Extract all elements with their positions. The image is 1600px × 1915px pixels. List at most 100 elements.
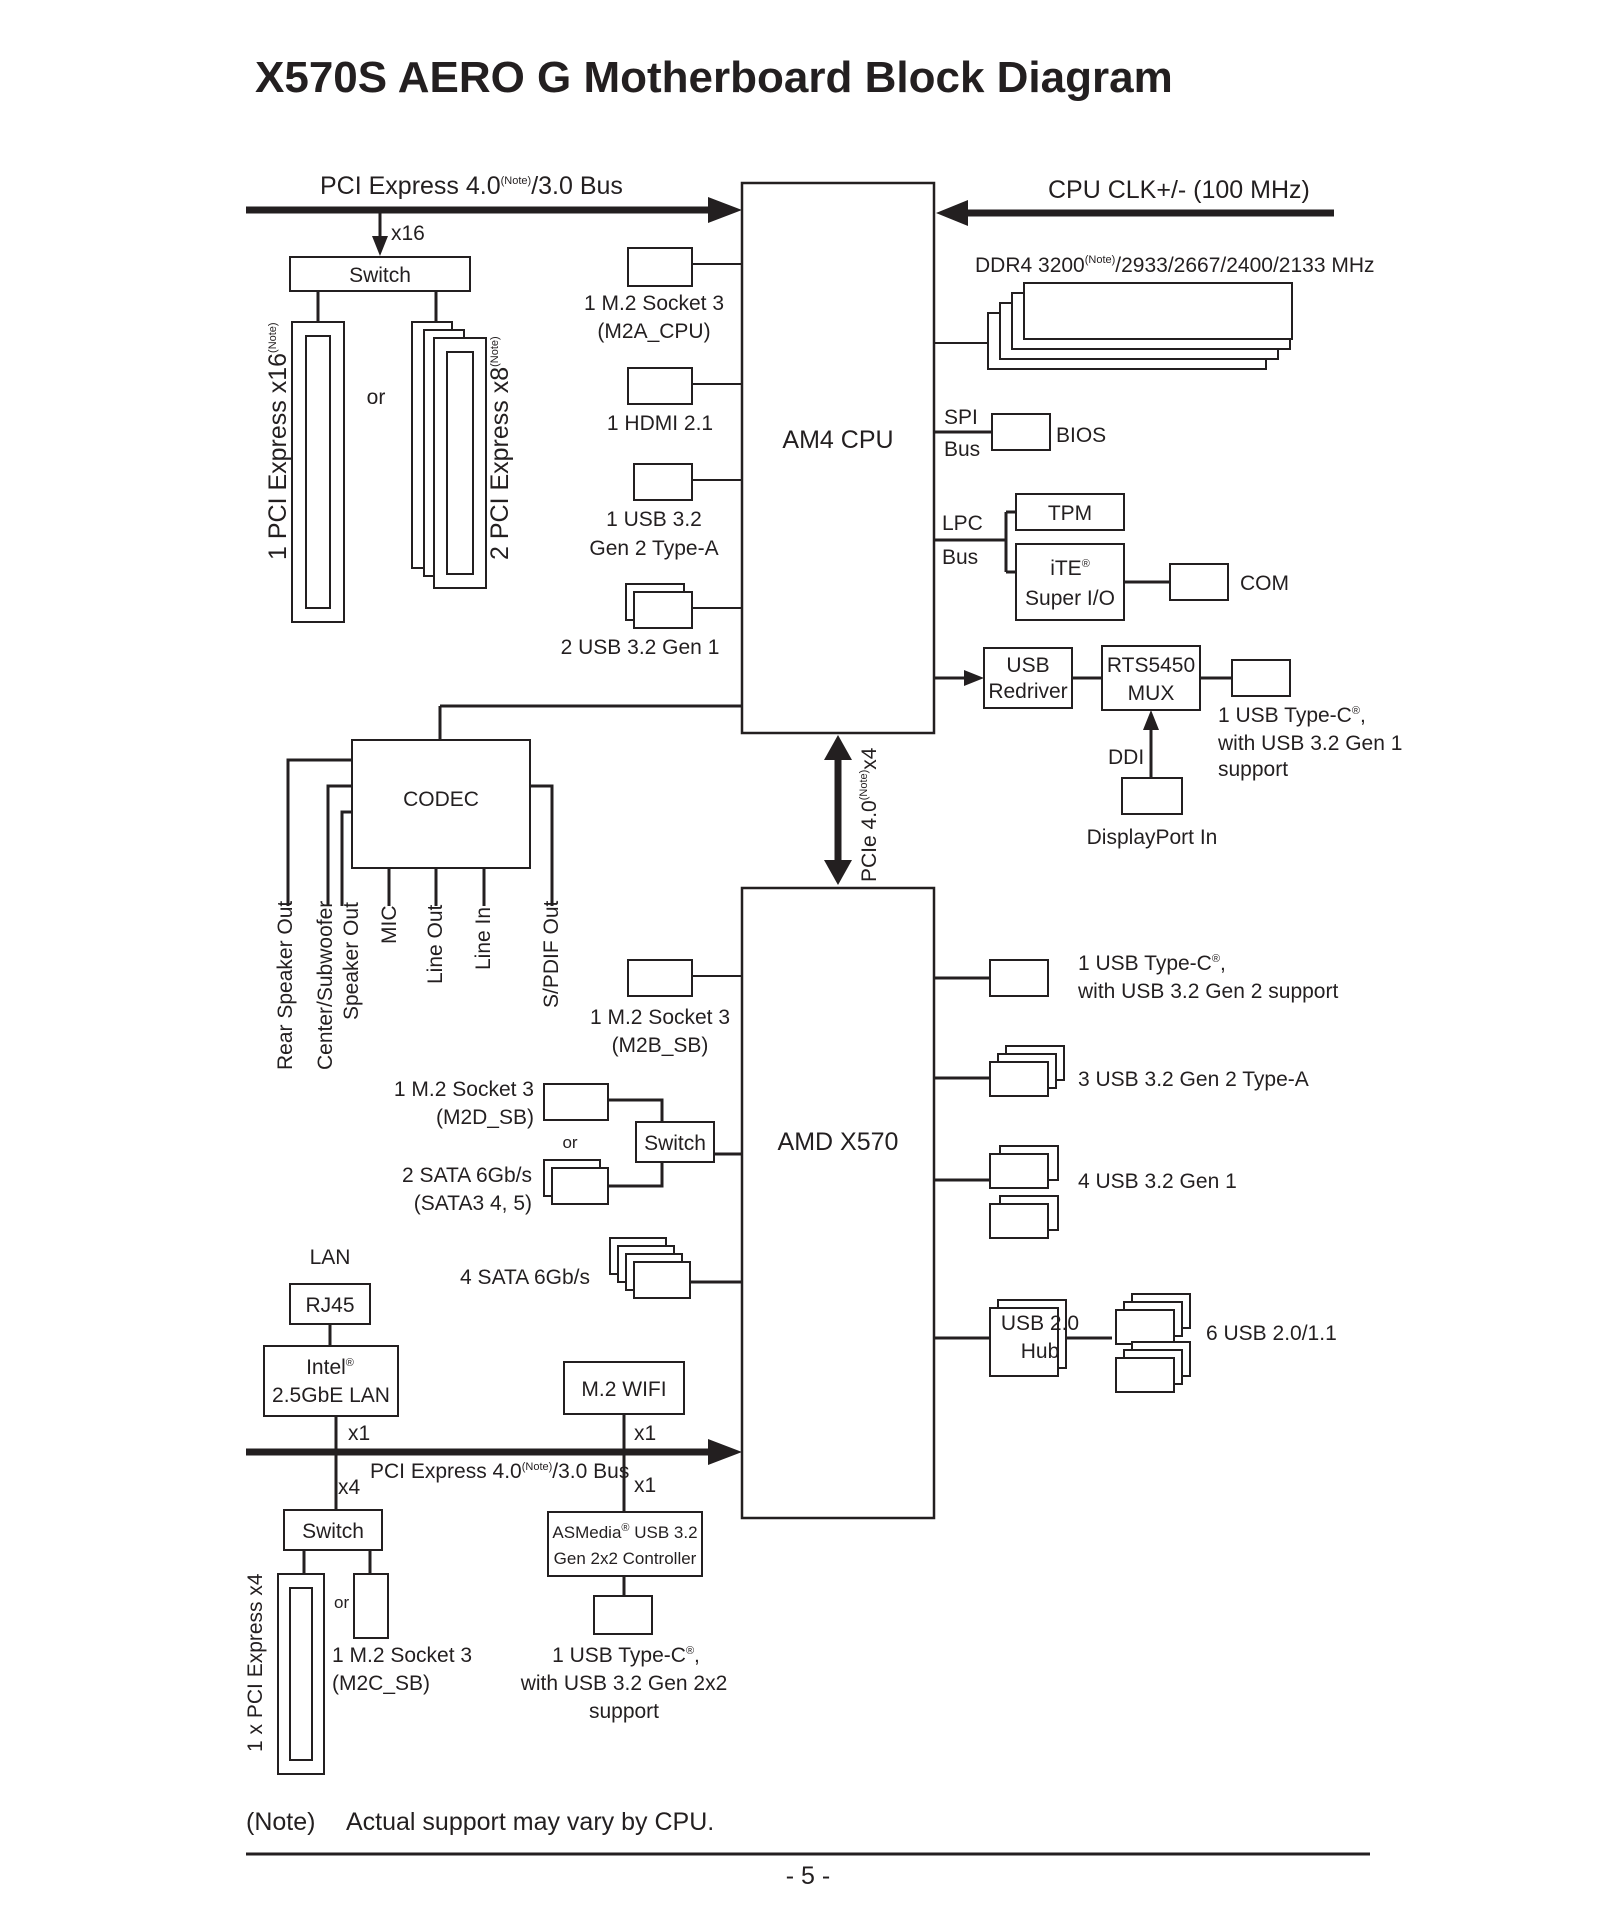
m2d-sb-socket: 1 M.2 Socket 3 (M2D_SB) xyxy=(394,1078,664,1129)
svg-text:1 USB Type-C®,: 1 USB Type-C®, xyxy=(1218,704,1366,727)
pcie-link: PCIe 4.0(Note)x4 xyxy=(824,735,881,885)
pcie-x16-slot: 1 PCI Express x16(Note) xyxy=(264,321,345,623)
svg-text:Hub: Hub xyxy=(1021,1340,1060,1363)
codec-chip: CODEC xyxy=(351,739,531,869)
usb-redriver: USB Redriver xyxy=(934,647,1102,709)
com-port: COM xyxy=(1169,563,1289,601)
svg-text:support: support xyxy=(1218,758,1288,781)
svg-text:Rear Speaker Out: Rear Speaker Out xyxy=(274,901,297,1070)
svg-text:iTE®: iTE® xyxy=(1050,557,1090,580)
svg-text:CPU CLK+/- (100 MHz): CPU CLK+/- (100 MHz) xyxy=(1048,176,1310,204)
chipset-usb32-gen1: 4 USB 3.2 Gen 1 xyxy=(934,1145,1237,1239)
ddr4-memory: DDR4 3200(Note)/2933/2667/2400/2133 MHz xyxy=(934,254,1375,370)
page-number: - 5 - xyxy=(786,1862,830,1890)
top-switch: Switch xyxy=(289,256,471,322)
usb20-ports: 6 USB 2.0/1.1 xyxy=(1115,1293,1337,1393)
svg-text:1 PCI Express x16(Note): 1 PCI Express x16(Note) xyxy=(264,322,292,560)
cpu-usb-typec: 1 USB Type-C®, with USB 3.2 Gen 1 suppor… xyxy=(1217,659,1402,781)
svg-text:(M2C_SB): (M2C_SB) xyxy=(332,1672,430,1695)
svg-text:RJ45: RJ45 xyxy=(305,1294,354,1317)
svg-text:2 SATA 6Gb/s: 2 SATA 6Gb/s xyxy=(402,1164,532,1187)
svg-text:AMD X570: AMD X570 xyxy=(778,1128,899,1156)
tpm-chip: TPM xyxy=(1015,493,1125,531)
svg-text:PCIe 4.0(Note)x4: PCIe 4.0(Note)x4 xyxy=(858,747,881,882)
svg-text:COM: COM xyxy=(1240,572,1289,595)
svg-text:CODEC: CODEC xyxy=(403,788,479,811)
page-title: X570S AERO G Motherboard Block Diagram xyxy=(255,53,1173,102)
sata-4-5: 2 SATA 6Gb/s (SATA3 4, 5) xyxy=(402,1159,609,1215)
svg-text:1 USB 3.2: 1 USB 3.2 xyxy=(606,508,702,531)
svg-text:MUX: MUX xyxy=(1128,682,1175,705)
svg-text:4 USB 3.2 Gen 1: 4 USB 3.2 Gen 1 xyxy=(1078,1170,1237,1193)
svg-text:BIOS: BIOS xyxy=(1056,424,1106,447)
codec-outputs: Rear Speaker Out Center/Subwoofer Speake… xyxy=(274,758,563,1070)
svg-text:AM4 CPU: AM4 CPU xyxy=(782,426,893,454)
svg-text:PCI Express 4.0(Note)/3.0 Bus: PCI Express 4.0(Note)/3.0 Bus xyxy=(370,1460,629,1483)
cpu-usb32-gen1: 2 USB 3.2 Gen 1 xyxy=(561,583,742,659)
intel-lan: Intel® 2.5GbE LAN x1 xyxy=(263,1345,399,1452)
svg-text:6 USB 2.0/1.1: 6 USB 2.0/1.1 xyxy=(1206,1322,1337,1345)
svg-text:Actual support may vary by CPU: Actual support may vary by CPU. xyxy=(346,1808,714,1836)
svg-text:LPC: LPC xyxy=(942,512,983,535)
svg-text:Switch: Switch xyxy=(644,1132,706,1155)
m2-wifi: M.2 WIFI x1 xyxy=(563,1361,685,1452)
svg-text:Line Out: Line Out xyxy=(424,904,447,984)
svg-text:3 USB 3.2 Gen 2 Type-A: 3 USB 3.2 Gen 2 Type-A xyxy=(1078,1068,1309,1091)
svg-text:Gen 2 Type-A: Gen 2 Type-A xyxy=(589,537,718,560)
svg-text:support: support xyxy=(589,1700,659,1723)
svg-text:1 x PCI Express x4: 1 x PCI Express x4 xyxy=(244,1573,267,1752)
amd-x570-chip: AMD X570 xyxy=(740,886,936,1520)
svg-text:2 PCI Express x8(Note): 2 PCI Express x8(Note) xyxy=(486,336,514,560)
rts5450-mux: RTS5450 MUX xyxy=(1101,645,1232,711)
svg-text:LAN: LAN xyxy=(310,1246,351,1269)
svg-text:with USB 3.2 Gen 1: with USB 3.2 Gen 1 xyxy=(1217,732,1402,755)
svg-text:USB 2.0: USB 2.0 xyxy=(1001,1312,1079,1335)
cpu-clock: CPU CLK+/- (100 MHz) xyxy=(936,176,1334,226)
svg-text:1 USB Type-C®,: 1 USB Type-C®, xyxy=(1078,952,1226,975)
svg-text:RTS5450: RTS5450 xyxy=(1107,654,1195,677)
svg-text:DDR4 3200(Note)/2933/2667/2400: DDR4 3200(Note)/2933/2667/2400/2133 MHz xyxy=(975,254,1375,277)
lpc-bus: LPC Bus xyxy=(934,510,1016,574)
bottom-pcie-bus: PCI Express 4.0(Note)/3.0 Bus xyxy=(246,1439,742,1483)
svg-text:x4: x4 xyxy=(338,1476,361,1499)
bottom-pcie-x4-slot: 1 x PCI Express x4 xyxy=(244,1573,325,1775)
svg-text:S/PDIF Out: S/PDIF Out xyxy=(540,900,563,1008)
asmedia-usb-typec: 1 USB Type-C®, with USB 3.2 Gen 2x2 supp… xyxy=(520,1595,727,1723)
svg-text:x1: x1 xyxy=(348,1422,370,1445)
m2a-cpu-socket: 1 M.2 Socket 3 (M2A_CPU) xyxy=(584,247,742,343)
top-pcie-bus: PCI Express 4.0(Note)/3.0 Bus x16 xyxy=(246,172,742,256)
svg-text:4 SATA 6Gb/s: 4 SATA 6Gb/s xyxy=(460,1266,590,1289)
chipset-usb32-gen2-typea: 3 USB 3.2 Gen 2 Type-A xyxy=(934,1045,1309,1097)
svg-text:1 M.2 Socket 3: 1 M.2 Socket 3 xyxy=(332,1644,472,1667)
svg-text:1 M.2 Socket 3: 1 M.2 Socket 3 xyxy=(584,292,724,315)
svg-text:with USB 3.2 Gen 2 support: with USB 3.2 Gen 2 support xyxy=(1077,980,1338,1003)
svg-text:1 M.2 Socket 3: 1 M.2 Socket 3 xyxy=(590,1006,730,1029)
cpu-usb32-gen2-typea: 1 USB 3.2 Gen 2 Type-A xyxy=(589,463,742,560)
svg-text:Speaker Out: Speaker Out xyxy=(340,902,363,1020)
top-or-label: or xyxy=(367,386,386,409)
svg-text:Bus: Bus xyxy=(942,546,978,569)
svg-text:Switch: Switch xyxy=(349,264,411,287)
m2b-sb-socket: 1 M.2 Socket 3 (M2B_SB) xyxy=(590,959,742,1057)
svg-text:x1: x1 xyxy=(634,1474,656,1497)
svg-text:MIC: MIC xyxy=(378,906,401,945)
codec-connection xyxy=(438,704,742,740)
svg-text:USB: USB xyxy=(1006,654,1049,677)
svg-text:Redriver: Redriver xyxy=(988,680,1067,703)
chipset-usb-typec: 1 USB Type-C®, with USB 3.2 Gen 2 suppor… xyxy=(934,952,1338,1003)
pcie-x8-slots: 2 PCI Express x8(Note) xyxy=(411,321,514,589)
asmedia-controller: x1 ASMedia® USB 3.2 Gen 2x2 Controller xyxy=(547,1452,703,1596)
svg-text:2 USB 3.2 Gen 1: 2 USB 3.2 Gen 1 xyxy=(561,636,720,659)
svg-text:(SATA3 4, 5): (SATA3 4, 5) xyxy=(414,1192,532,1215)
svg-text:x16: x16 xyxy=(391,222,425,245)
svg-text:2.5GbE LAN: 2.5GbE LAN xyxy=(272,1384,390,1407)
displayport-in: DDI DisplayPort In xyxy=(1087,710,1217,849)
chipset-switch: Switch xyxy=(608,1121,742,1188)
usb20-hub: USB 2.0 Hub xyxy=(934,1299,1112,1377)
svg-text:Super I/O: Super I/O xyxy=(1025,587,1115,610)
svg-text:1 M.2 Socket 3: 1 M.2 Socket 3 xyxy=(394,1078,534,1101)
m2c-sb-socket: 1 M.2 Socket 3 (M2C_SB) xyxy=(332,1573,472,1695)
svg-text:Line In: Line In xyxy=(472,907,495,970)
svg-text:PCI Express 4.0(Note)/3.0 Bus: PCI Express 4.0(Note)/3.0 Bus xyxy=(320,172,623,200)
